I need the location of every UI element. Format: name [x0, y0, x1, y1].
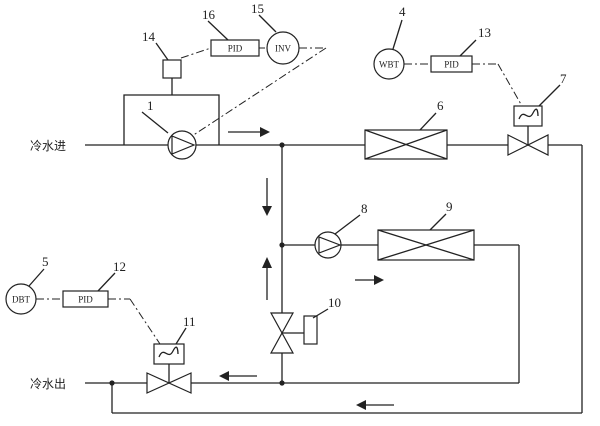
junction-outlet — [109, 380, 115, 386]
text-labels: 冷水进 冷水出 PID INV WBT PID DBT PID 1 4 5 6 … — [12, 1, 567, 391]
label-8: 8 — [361, 201, 368, 216]
label-16: 16 — [202, 7, 216, 22]
pid-13-text: PID — [444, 60, 459, 70]
label-15: 15 — [251, 1, 264, 16]
dbt-5-text: DBT — [12, 295, 31, 305]
valve-7-leader — [538, 84, 561, 107]
valve-11-left — [146, 372, 171, 394]
branch-equipment — [314, 213, 475, 261]
arrow-branch-head — [374, 275, 384, 285]
pump-8-triangle — [318, 236, 342, 254]
label-13: 13 — [478, 25, 491, 40]
pump-8-leader — [334, 214, 361, 235]
arrow-down-head — [262, 206, 272, 216]
label-9: 9 — [446, 199, 453, 214]
arrow-outlet-head — [219, 371, 229, 381]
junction-top — [279, 142, 285, 148]
label-10: 10 — [328, 295, 341, 310]
bypass-valve-bottom — [269, 331, 295, 354]
outlet-label: 冷水出 — [30, 377, 66, 391]
exchanger-6-diag-b — [364, 129, 448, 160]
exchanger-9-leader — [429, 213, 447, 231]
label-11: 11 — [183, 314, 196, 329]
actuator-14 — [162, 59, 182, 79]
valve-7-assembly — [373, 19, 561, 156]
pump-1-triangle — [171, 135, 196, 155]
pipes — [85, 142, 583, 414]
label-12: 12 — [113, 259, 126, 274]
arrow-main-head — [260, 127, 270, 137]
arrow-return-head — [356, 400, 366, 410]
actuator-14-leader — [155, 42, 169, 61]
junction-mid — [279, 242, 285, 248]
label-6: 6 — [437, 98, 444, 113]
pump-1 — [123, 94, 220, 160]
bypass-valve — [269, 308, 329, 354]
valve-7-right — [526, 134, 549, 156]
pid-13-leader — [459, 39, 477, 57]
signal-12-out-b — [129, 298, 161, 345]
signal-to-pump — [191, 47, 327, 137]
signal-13-out-b — [497, 63, 523, 107]
drive-control — [155, 14, 327, 137]
dbt-5-leader — [28, 268, 45, 287]
pid-12-text: PID — [78, 295, 93, 305]
inv-15-text: INV — [275, 44, 291, 54]
valve-11-wave — [158, 346, 179, 358]
exchanger-6 — [364, 112, 448, 160]
label-4: 4 — [399, 4, 406, 19]
inlet-label: 冷水进 — [30, 139, 66, 153]
label-14: 14 — [142, 29, 156, 44]
valve-11-assembly — [5, 268, 192, 394]
pump-1-body — [167, 130, 197, 160]
exchanger-9-diag-b — [377, 229, 475, 261]
valve-7-wave — [518, 108, 539, 120]
valve-11-right — [167, 372, 192, 394]
actuator-10 — [303, 315, 318, 345]
pid-16-leader — [207, 20, 229, 41]
label-1: 1 — [147, 98, 154, 113]
exchanger-6-leader — [419, 112, 437, 131]
bypass-valve-top — [269, 312, 295, 335]
signal-14-16 — [180, 47, 212, 59]
wbt-4-text: WBT — [379, 60, 399, 70]
pid-12-leader — [97, 272, 116, 292]
arrow-up-head — [262, 257, 272, 268]
valve-11-leader — [175, 327, 187, 345]
pump-1-leader — [141, 111, 169, 134]
label-7: 7 — [560, 71, 567, 86]
actuator-10-leader — [312, 308, 329, 319]
inv-15-leader — [258, 14, 277, 33]
valve-7-left — [507, 134, 530, 156]
pid-16-text: PID — [228, 44, 243, 54]
junction-bottom — [279, 380, 285, 386]
flow-arrows — [219, 127, 394, 410]
wbt-4-leader — [392, 19, 403, 50]
label-5: 5 — [42, 254, 49, 269]
